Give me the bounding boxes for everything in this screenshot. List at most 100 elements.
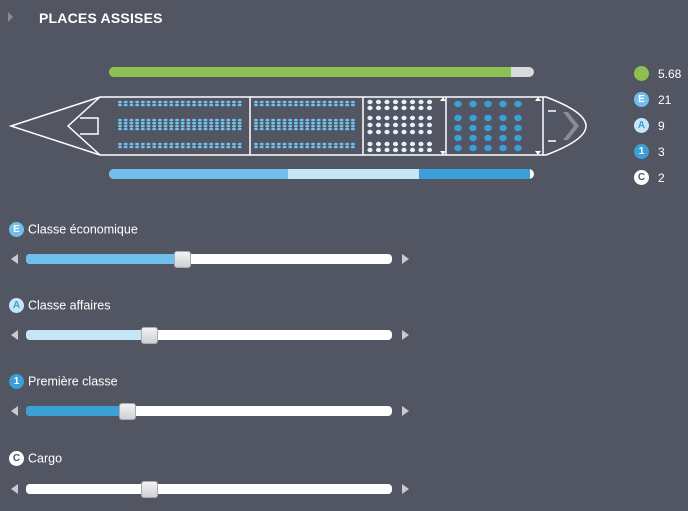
business-slider-track[interactable] [26,330,392,340]
seat [333,121,338,125]
seat [299,124,304,128]
cargo-slider-thumb[interactable] [140,481,158,498]
business-slider[interactable] [9,327,411,344]
economy-increase-arrow-icon[interactable] [402,254,409,264]
seat [339,100,344,104]
seat [197,124,202,128]
economy-slider-track[interactable] [26,254,392,264]
seat [367,115,373,121]
cargo-decrease-arrow-icon[interactable] [11,484,18,494]
economy-slider-thumb[interactable] [173,251,191,268]
seat [146,127,151,131]
seat [163,103,168,107]
first-slider[interactable] [9,403,411,420]
seat [186,127,191,131]
class-distribution-bar [109,169,534,179]
business-slider-thumb[interactable] [140,327,158,344]
seat [135,142,140,146]
capacity-bar [109,67,534,77]
seat [418,147,424,153]
first-segment [419,169,530,179]
section-title: PLACES ASSISES [39,10,163,26]
seat [192,118,197,122]
seat [180,142,185,146]
seat [254,121,258,125]
seat [259,118,264,122]
seat [333,145,338,149]
seat [123,103,128,107]
seat [282,100,287,104]
seat [426,141,433,147]
seat [180,103,185,107]
seat [152,100,157,104]
seat [339,124,344,128]
seat [418,129,424,135]
seat [293,124,298,128]
seat [293,142,298,146]
cargo-slider-track[interactable] [26,484,392,494]
seat [254,124,258,128]
seat [197,145,202,149]
seat [299,100,304,104]
seat [311,145,315,149]
first-increase-arrow-icon[interactable] [402,406,409,416]
seat [384,129,390,135]
seat [237,121,242,125]
seat [305,100,310,104]
seat [305,118,310,122]
seat [169,118,174,122]
cargo-slider[interactable] [9,481,411,498]
seat [152,145,157,149]
seat [129,100,134,104]
seat [163,100,168,104]
cargo-increase-arrow-icon[interactable] [402,484,409,494]
seat [276,118,281,122]
seat [350,145,355,149]
seat [454,114,462,122]
seat [288,103,293,107]
seat [392,129,399,135]
seat [484,114,492,122]
seat [192,142,197,146]
seat [288,127,293,131]
seat [197,118,202,122]
seat [163,121,168,125]
seat [203,142,208,146]
seat [129,118,134,122]
seat [384,99,390,105]
seat [123,121,128,125]
seat [345,118,350,122]
seat [232,124,236,128]
business-increase-arrow-icon[interactable] [402,330,409,340]
economy-slider[interactable] [9,251,411,268]
seat [237,103,242,107]
seat [192,124,197,128]
seat [293,103,298,107]
seat [418,141,424,147]
seat [152,121,157,125]
seat [333,118,338,122]
seat [214,103,219,107]
seat [214,124,219,128]
seat [409,129,416,135]
seat [401,105,407,111]
seat [118,118,122,122]
seat [316,127,321,131]
first-decrease-arrow-icon[interactable] [11,406,18,416]
seat [152,127,157,131]
seat [514,100,522,108]
business-decrease-arrow-icon[interactable] [11,330,18,340]
seat [328,142,333,146]
seat [305,145,310,149]
slider-label-text: Première classe [28,374,118,389]
seat [499,114,507,122]
first-slider-track[interactable] [26,406,392,416]
first-slider-thumb[interactable] [118,403,136,420]
seat [288,100,293,104]
legend-value: 9 [658,119,665,133]
seat [299,103,304,107]
collapse-arrow-icon[interactable] [8,12,13,22]
economy-decrease-arrow-icon[interactable] [11,254,18,264]
